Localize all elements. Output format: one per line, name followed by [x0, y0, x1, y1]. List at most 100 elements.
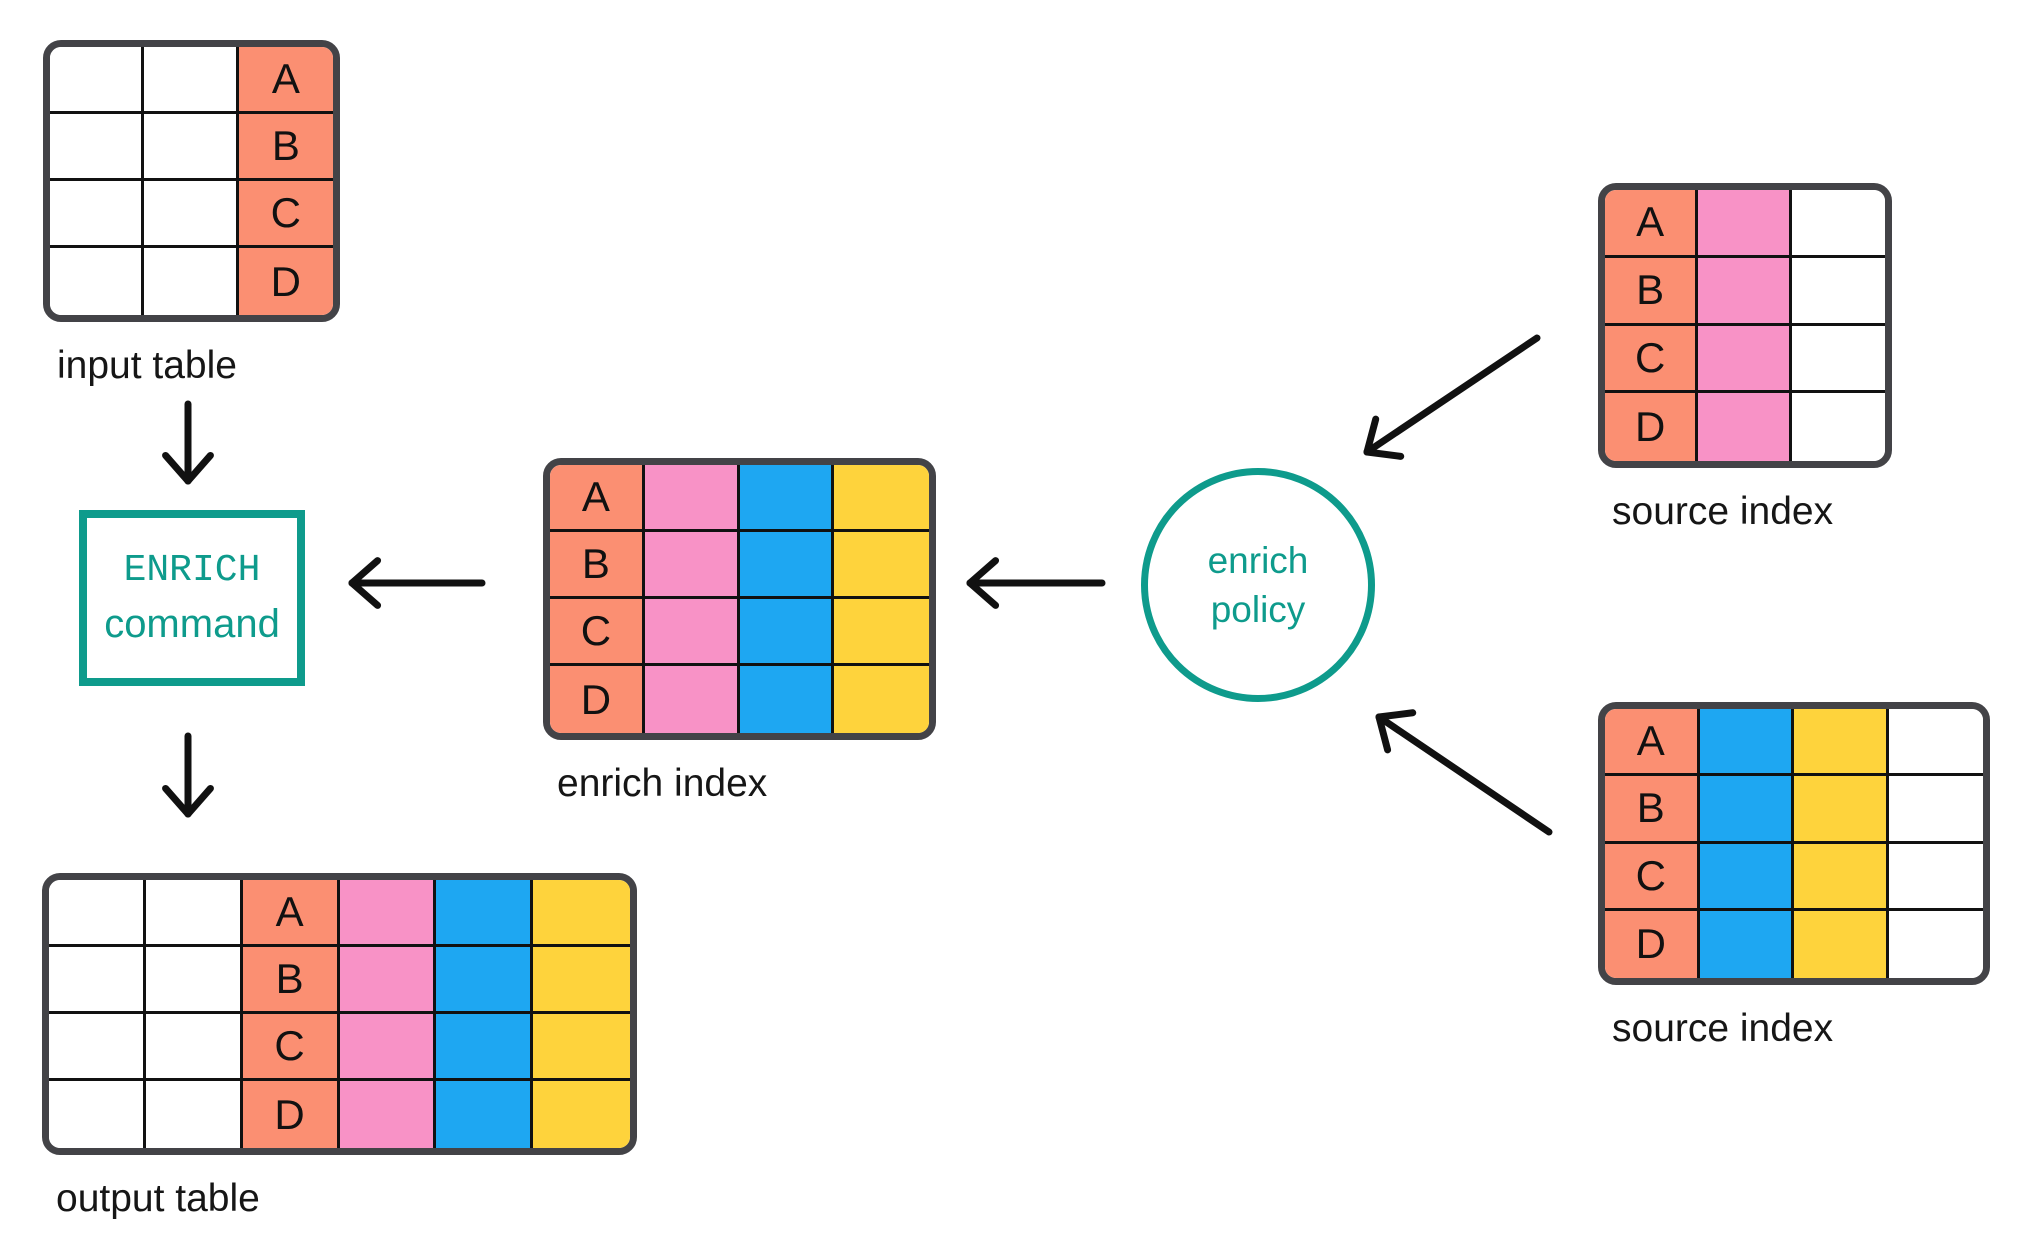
table-cell [436, 1081, 534, 1148]
table-cell [49, 880, 146, 947]
output-table-label: output table [56, 1177, 260, 1220]
table-cell [1698, 325, 1792, 394]
table-cell [533, 880, 630, 947]
source-index-bottom-table-label: source index [1612, 1007, 1834, 1050]
table-cell [50, 114, 145, 181]
table-cell [1794, 709, 1889, 777]
table-cell [1791, 325, 1885, 394]
key-cell-A: A [1605, 709, 1700, 777]
table-cell [49, 1014, 146, 1081]
key-cell-D: D [242, 1081, 340, 1148]
table-cell [533, 1014, 630, 1081]
table-cell [1698, 190, 1792, 258]
table-cell [834, 599, 929, 666]
table-cell [1888, 910, 1983, 978]
key-cell-D: D [1605, 393, 1699, 461]
table-cell [50, 248, 145, 315]
table-cell [834, 666, 929, 733]
table-cell [739, 465, 835, 532]
table-cell [1888, 776, 1983, 844]
table-cell [739, 599, 835, 666]
table-cell [1791, 257, 1885, 326]
key-cell-C: C [238, 181, 333, 248]
input-table-label: input table [57, 344, 237, 387]
table-cell [145, 880, 243, 947]
arrow-input-to-enrich-command [162, 400, 214, 485]
table-cell [339, 1014, 437, 1081]
enrich-command-node: ENRICH command [79, 510, 305, 686]
table-cell [739, 666, 835, 733]
table-cell [1794, 910, 1889, 978]
key-cell-B: B [550, 532, 645, 599]
table-cell [145, 1081, 243, 1148]
arrow-enrich-index-to-enrich-command [348, 557, 486, 609]
enrich-policy-line2: policy [1210, 589, 1306, 630]
table-cell [145, 947, 243, 1014]
table-cell [533, 1081, 630, 1148]
table-cell [49, 947, 146, 1014]
table-cell [1699, 843, 1794, 911]
table-cell [50, 181, 145, 248]
table-cell [339, 880, 437, 947]
table-cell [144, 181, 239, 248]
enrich-policy-node: enrich policy [1141, 468, 1375, 702]
arrow-source-index-bottom-to-enrich-policy [1375, 709, 1553, 836]
table-cell [1698, 393, 1792, 461]
table-cell [1791, 393, 1885, 461]
table-cell [339, 1081, 437, 1148]
table-cell [1699, 910, 1794, 978]
key-cell-A: A [238, 47, 333, 114]
table-cell [644, 599, 740, 666]
table-cell [1791, 190, 1885, 258]
arrow-source-index-top-to-enrich-policy [1363, 334, 1541, 460]
arrow-enrich-policy-to-enrich-index [966, 557, 1106, 609]
enrich-command-word: command [104, 602, 280, 646]
enrich-policy-line1: enrich [1207, 540, 1309, 581]
key-cell-A: A [242, 880, 340, 947]
key-cell-A: A [1605, 190, 1699, 258]
arrow-enrich-command-to-output [162, 732, 214, 818]
table-cell [1888, 709, 1983, 777]
table-cell [144, 248, 239, 315]
key-cell-B: B [1605, 257, 1699, 326]
table-cell [49, 1081, 146, 1148]
key-cell-B: B [1605, 776, 1700, 844]
key-cell-C: C [1605, 325, 1699, 394]
table-cell [834, 465, 929, 532]
key-cell-C: C [550, 599, 645, 666]
table-cell [1888, 843, 1983, 911]
table-cell [644, 666, 740, 733]
table-cell [1794, 843, 1889, 911]
table-cell [436, 947, 534, 1014]
table-cell [739, 532, 835, 599]
table-cell [436, 880, 534, 947]
table-cell [145, 1014, 243, 1081]
table-cell [1699, 776, 1794, 844]
key-cell-C: C [1605, 843, 1700, 911]
table-cell [144, 114, 239, 181]
enrich-index-table-label: enrich index [557, 762, 768, 805]
table-cell [50, 47, 145, 114]
table-cell [436, 1014, 534, 1081]
source-index-top-table-label: source index [1612, 490, 1834, 533]
table-cell [834, 532, 929, 599]
key-cell-C: C [242, 1014, 340, 1081]
table-cell [1699, 709, 1794, 777]
table-cell [1794, 776, 1889, 844]
table-cell [1698, 257, 1792, 326]
key-cell-D: D [1605, 910, 1700, 978]
key-cell-D: D [238, 248, 333, 315]
table-cell [644, 465, 740, 532]
key-cell-D: D [550, 666, 645, 733]
